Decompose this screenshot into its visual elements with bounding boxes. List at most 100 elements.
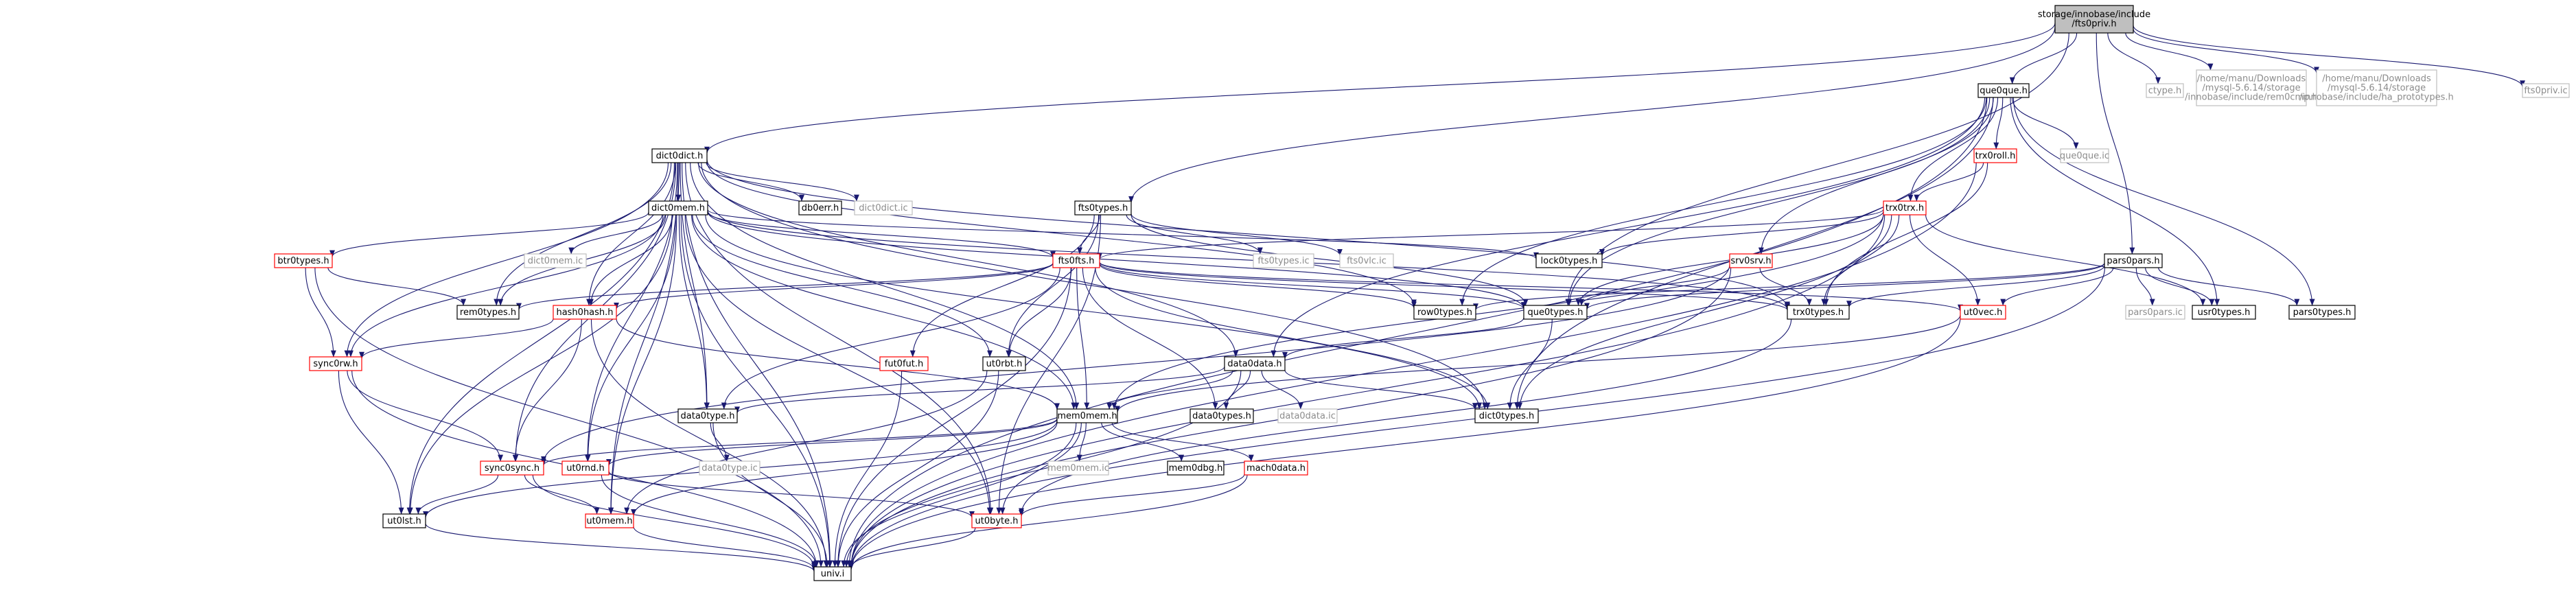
edge-data0data_h-to-data0type_h	[734, 366, 1225, 414]
edge-ut0rnd_h-to-univ_i	[601, 474, 820, 568]
node-box	[2288, 305, 2356, 320]
node-usr0types-h[interactable]: usr0types.h	[2192, 305, 2256, 320]
node-ut0vec-h[interactable]: ut0vec.h	[1960, 305, 2006, 320]
node-univ-i[interactable]: univ.i	[813, 566, 852, 581]
edge-pars0pars_h-to-pars0types_h	[2158, 267, 2300, 306]
node-dict0mem-h[interactable]: dict0mem.h	[648, 200, 708, 215]
node-hash0hash-h[interactable]: hash0hash.h	[553, 305, 617, 320]
node-row0types-h[interactable]: row0types.h	[1413, 305, 1476, 320]
node-btr0types-h[interactable]: btr0types.h	[274, 253, 333, 268]
node-trx0roll-h[interactable]: trx0roll.h	[1973, 148, 2017, 163]
node-box	[798, 200, 842, 215]
node-box	[2522, 83, 2570, 98]
node-box	[585, 513, 634, 528]
node-mem0mem-ic: mem0mem.ic	[1047, 460, 1109, 476]
edge-dict0dict_h-to-ut0rnd_h	[585, 162, 678, 462]
node-rem0types-h[interactable]: rem0types.h	[456, 305, 520, 320]
node-mem0dbg-h[interactable]: mem0dbg.h	[1167, 460, 1225, 476]
node-ut0byte-h[interactable]: ut0byte.h	[971, 513, 1022, 528]
node-dict0dict-ic: dict0dict.ic	[854, 200, 913, 215]
node-label: fts0vlc.ic	[1347, 256, 1386, 266]
edge-dict0mem_h-to-btr0types_h	[329, 211, 649, 257]
node-label: sync0sync.h	[485, 463, 539, 474]
edge-root-to-ctype_h	[2107, 32, 2161, 84]
node-que0types-h[interactable]: que0types.h	[1523, 305, 1588, 320]
edge-dict0mem_h-to-ut0rnd_h	[585, 214, 676, 462]
node-fts0types-h[interactable]: fts0types.h	[1074, 200, 1132, 215]
node-mach0data-h[interactable]: mach0data.h	[1244, 460, 1308, 476]
node-pars0pars-h[interactable]: pars0pars.h	[2104, 253, 2163, 268]
edge-dict0mem_h-to-data0type_h	[678, 214, 710, 410]
edge-mem0mem_h-to-mem0mem_ic	[1076, 422, 1087, 462]
node-box	[1253, 253, 1314, 268]
edge-data0type_h-to-data0type_ic	[710, 422, 730, 462]
edge-root-to-fts0types_h	[1128, 26, 2056, 203]
node-fts0fts-h[interactable]: fts0fts.h	[1052, 253, 1100, 268]
node-label: dict0dict.h	[656, 151, 704, 161]
node-data0data-h[interactable]: data0data.h	[1224, 356, 1286, 371]
node-label: data0type.ic	[701, 463, 758, 474]
node-box	[648, 200, 708, 215]
node-box	[971, 513, 1022, 528]
node-label: data0types.h	[1192, 411, 1251, 421]
node-fts0types-ic: fts0types.ic	[1253, 253, 1314, 268]
node-label: storage/innobase/include	[2038, 10, 2150, 20]
edge-sync0rw_h-to-ut0lst_h	[338, 370, 404, 515]
edge-data0type_h-to-univ_i	[712, 422, 831, 568]
node-que0que-h[interactable]: que0que.h	[1977, 83, 2030, 98]
node-mem0mem-h[interactable]: mem0mem.h	[1056, 408, 1118, 423]
node-pars0types-h[interactable]: pars0types.h	[2288, 305, 2356, 320]
node-ut0mem-h[interactable]: ut0mem.h	[585, 513, 634, 528]
edge-dict0dict_h-to-dict0mem_h	[675, 162, 682, 202]
node-label: row0types.h	[1417, 307, 1472, 318]
edge-btr0types_h-to-univ_i	[314, 267, 824, 568]
node-ut0rnd-h[interactable]: ut0rnd.h	[561, 460, 610, 476]
node-label: trx0roll.h	[1975, 151, 2016, 161]
node-label: que0que.h	[1980, 86, 2028, 96]
node-ut0lst-h[interactable]: ut0lst.h	[382, 513, 426, 528]
node-label: que0types.h	[1528, 307, 1583, 318]
node-box	[1960, 305, 2006, 320]
edge-fts0fts_h-to-mem0mem_h	[1076, 267, 1090, 410]
edge-dict0mem_h-to-que0types_h	[707, 211, 1527, 310]
edge-ut0rbt_h-to-ut0mem_h	[624, 370, 988, 515]
node-sync0rw-h[interactable]: sync0rw.h	[309, 356, 362, 371]
edge-trx0roll_h-to-trx0trx_h	[1914, 162, 1984, 202]
node-box	[1474, 408, 1539, 423]
node-box	[1167, 460, 1225, 476]
node-label: fts0types.h	[1078, 203, 1128, 213]
node-data0types-h[interactable]: data0types.h	[1190, 408, 1254, 423]
node-trx0trx-h[interactable]: trx0trx.h	[1883, 200, 1927, 215]
node-sync0sync-h[interactable]: sync0sync.h	[480, 460, 544, 476]
node-lock0types-h[interactable]: lock0types.h	[1535, 253, 1603, 268]
node-ut0rbt-h[interactable]: ut0rbt.h	[982, 356, 1026, 371]
edge-root-to-que0types_h	[1565, 32, 2069, 306]
edge-fts0fts_h-to-data0type_h	[721, 267, 1060, 410]
node-trx0types-h[interactable]: trx0types.h	[1787, 305, 1850, 320]
edge-fts0fts_h-to-que0types_h	[1099, 263, 1527, 310]
node-fut0lst-h[interactable]: fut0fut.h	[879, 356, 929, 371]
edge-ut0vec_h-to-mem0mem_h	[1115, 314, 1961, 413]
node-label: dict0mem.h	[651, 203, 705, 213]
node-data0type-ic: data0type.ic	[699, 460, 761, 476]
node-box	[561, 460, 610, 476]
edge-root-to-dict0dict_h	[704, 23, 2056, 154]
node-srv0srv-h[interactable]: srv0srv.h	[1729, 253, 1773, 268]
node-box	[1977, 83, 2030, 98]
node-dict0types-h[interactable]: dict0types.h	[1474, 408, 1539, 423]
node-box	[2316, 69, 2437, 106]
node-dict0mem-ic: dict0mem.ic	[524, 253, 587, 268]
node-label: /innobase/include/ha_prototypes.h	[2299, 92, 2453, 102]
node-label: ut0vec.h	[1964, 307, 2003, 318]
node-dict0dict-h[interactable]: dict0dict.h	[651, 148, 708, 163]
node-que0que-ic: que0que.ic	[2060, 148, 2109, 163]
edge-mem0mem_h-to-mach0data_h	[1111, 422, 1254, 462]
edge-dict0mem_h-to-ut0mem_h	[608, 214, 677, 515]
edge-ut0mem_h-to-univ_i	[633, 526, 817, 570]
node-box	[2125, 305, 2185, 320]
edge-que0que_h-to-usr0types_h	[2010, 97, 2220, 306]
node-db0err-h[interactable]: db0err.h	[798, 200, 842, 215]
node-box	[1535, 253, 1603, 268]
node-data0type-h[interactable]: data0type.h	[677, 408, 738, 423]
node-data0data-ic: data0data.ic	[1277, 408, 1338, 423]
